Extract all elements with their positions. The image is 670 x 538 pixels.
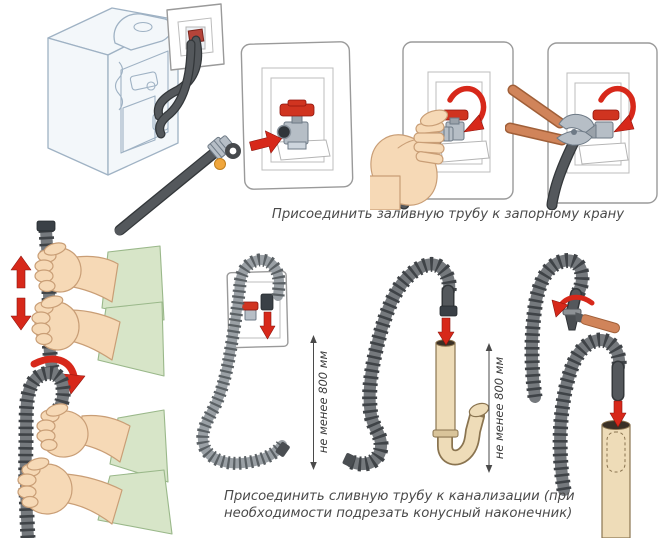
shut-off-valve	[276, 99, 315, 150]
cut-and-insert-illustration	[524, 253, 631, 538]
caption-fill-hose: Присоединить заливную трубу к запорному …	[271, 207, 625, 222]
washing-machine-illustration	[47, 3, 241, 236]
cutter-blade	[575, 312, 583, 323]
washing-machine	[47, 7, 179, 176]
fill-hose	[114, 135, 233, 236]
min-height-label-right: не менее 800 мм	[492, 357, 506, 460]
fist-lower	[31, 295, 80, 351]
connected-hoses	[153, 35, 203, 139]
turn-arrow	[447, 85, 487, 133]
caption-drain-line1: Присоединить сливную трубу к канализации…	[224, 489, 575, 504]
valve-shelf	[439, 140, 490, 163]
drain-socket-stub	[260, 293, 274, 311]
standpipe	[601, 424, 631, 538]
thumb	[45, 403, 69, 417]
valve-red-handle	[241, 301, 259, 311]
drain-corrugated-hose	[342, 256, 458, 472]
cutter-tool	[575, 312, 621, 334]
arm-lower	[61, 473, 123, 525]
pliers-tighten-panel	[505, 42, 658, 210]
arm-upper	[79, 414, 131, 463]
sealing-washer	[214, 158, 226, 170]
pliers	[505, 84, 597, 146]
hands-bend-hose	[17, 355, 173, 538]
hand-screw-panel	[370, 41, 514, 210]
drain-hose-standpipe: не менее 800 мм	[342, 256, 506, 473]
siphon-trap	[437, 402, 490, 466]
finger	[413, 132, 445, 144]
hose-into-pipe	[552, 332, 631, 538]
insertion-depth-outline	[606, 431, 626, 473]
shut-off-valve	[592, 109, 620, 139]
drain-hose-wall-panel: не менее 800 мм	[196, 253, 330, 470]
hose-holder-cord	[114, 61, 124, 111]
valve-red-handle	[592, 109, 620, 121]
fist-upper	[34, 242, 82, 293]
insert-down-arrow	[609, 400, 627, 428]
thumb	[43, 242, 67, 256]
turn-arrow	[598, 85, 636, 133]
finger	[415, 151, 444, 165]
insert-down-arrow	[259, 311, 276, 340]
min-height-label-left: не менее 800 мм	[316, 351, 330, 454]
thumb	[26, 457, 50, 471]
drain-hose-end	[546, 134, 581, 210]
thumb	[419, 109, 449, 127]
drain-corrugated-hose	[196, 253, 290, 470]
down-arrow	[10, 297, 32, 331]
hose-end-tip	[342, 453, 356, 467]
caption-drain-line2: необходимости подрезать конусный наконеч…	[224, 506, 573, 521]
hose-end-tip	[275, 442, 290, 457]
standpipe	[432, 339, 459, 438]
valve-panel-closed	[240, 41, 354, 190]
hose-end-cap	[36, 220, 56, 232]
fist-lower	[17, 457, 73, 515]
trap-collar	[432, 429, 459, 438]
hands-stretch-hose	[10, 220, 165, 377]
valve-inlet	[276, 124, 292, 140]
hose-with-cone-tip	[524, 253, 590, 403]
pliers-jaw	[558, 113, 595, 134]
dimension-line-right: не менее 800 мм	[485, 343, 506, 473]
thumb	[40, 295, 64, 309]
small-valve	[241, 301, 259, 321]
rubber-gasket-ring	[225, 143, 241, 159]
caption-drain-hose: Присоединить сливную трубу к канализации…	[224, 488, 596, 522]
valve-shelf	[578, 142, 629, 165]
insert-down-arrow	[437, 317, 455, 346]
fist-upper	[36, 403, 89, 458]
machine-back-panel	[120, 50, 169, 154]
attach-direction-arrow	[249, 130, 282, 154]
hose-cuff	[439, 305, 458, 317]
up-arrow	[10, 255, 32, 289]
hand	[370, 109, 449, 210]
cut-rotate-arrow	[551, 294, 595, 318]
dimension-line-left: не менее 800 мм	[310, 335, 330, 470]
trap-outlet-flange	[468, 402, 490, 418]
